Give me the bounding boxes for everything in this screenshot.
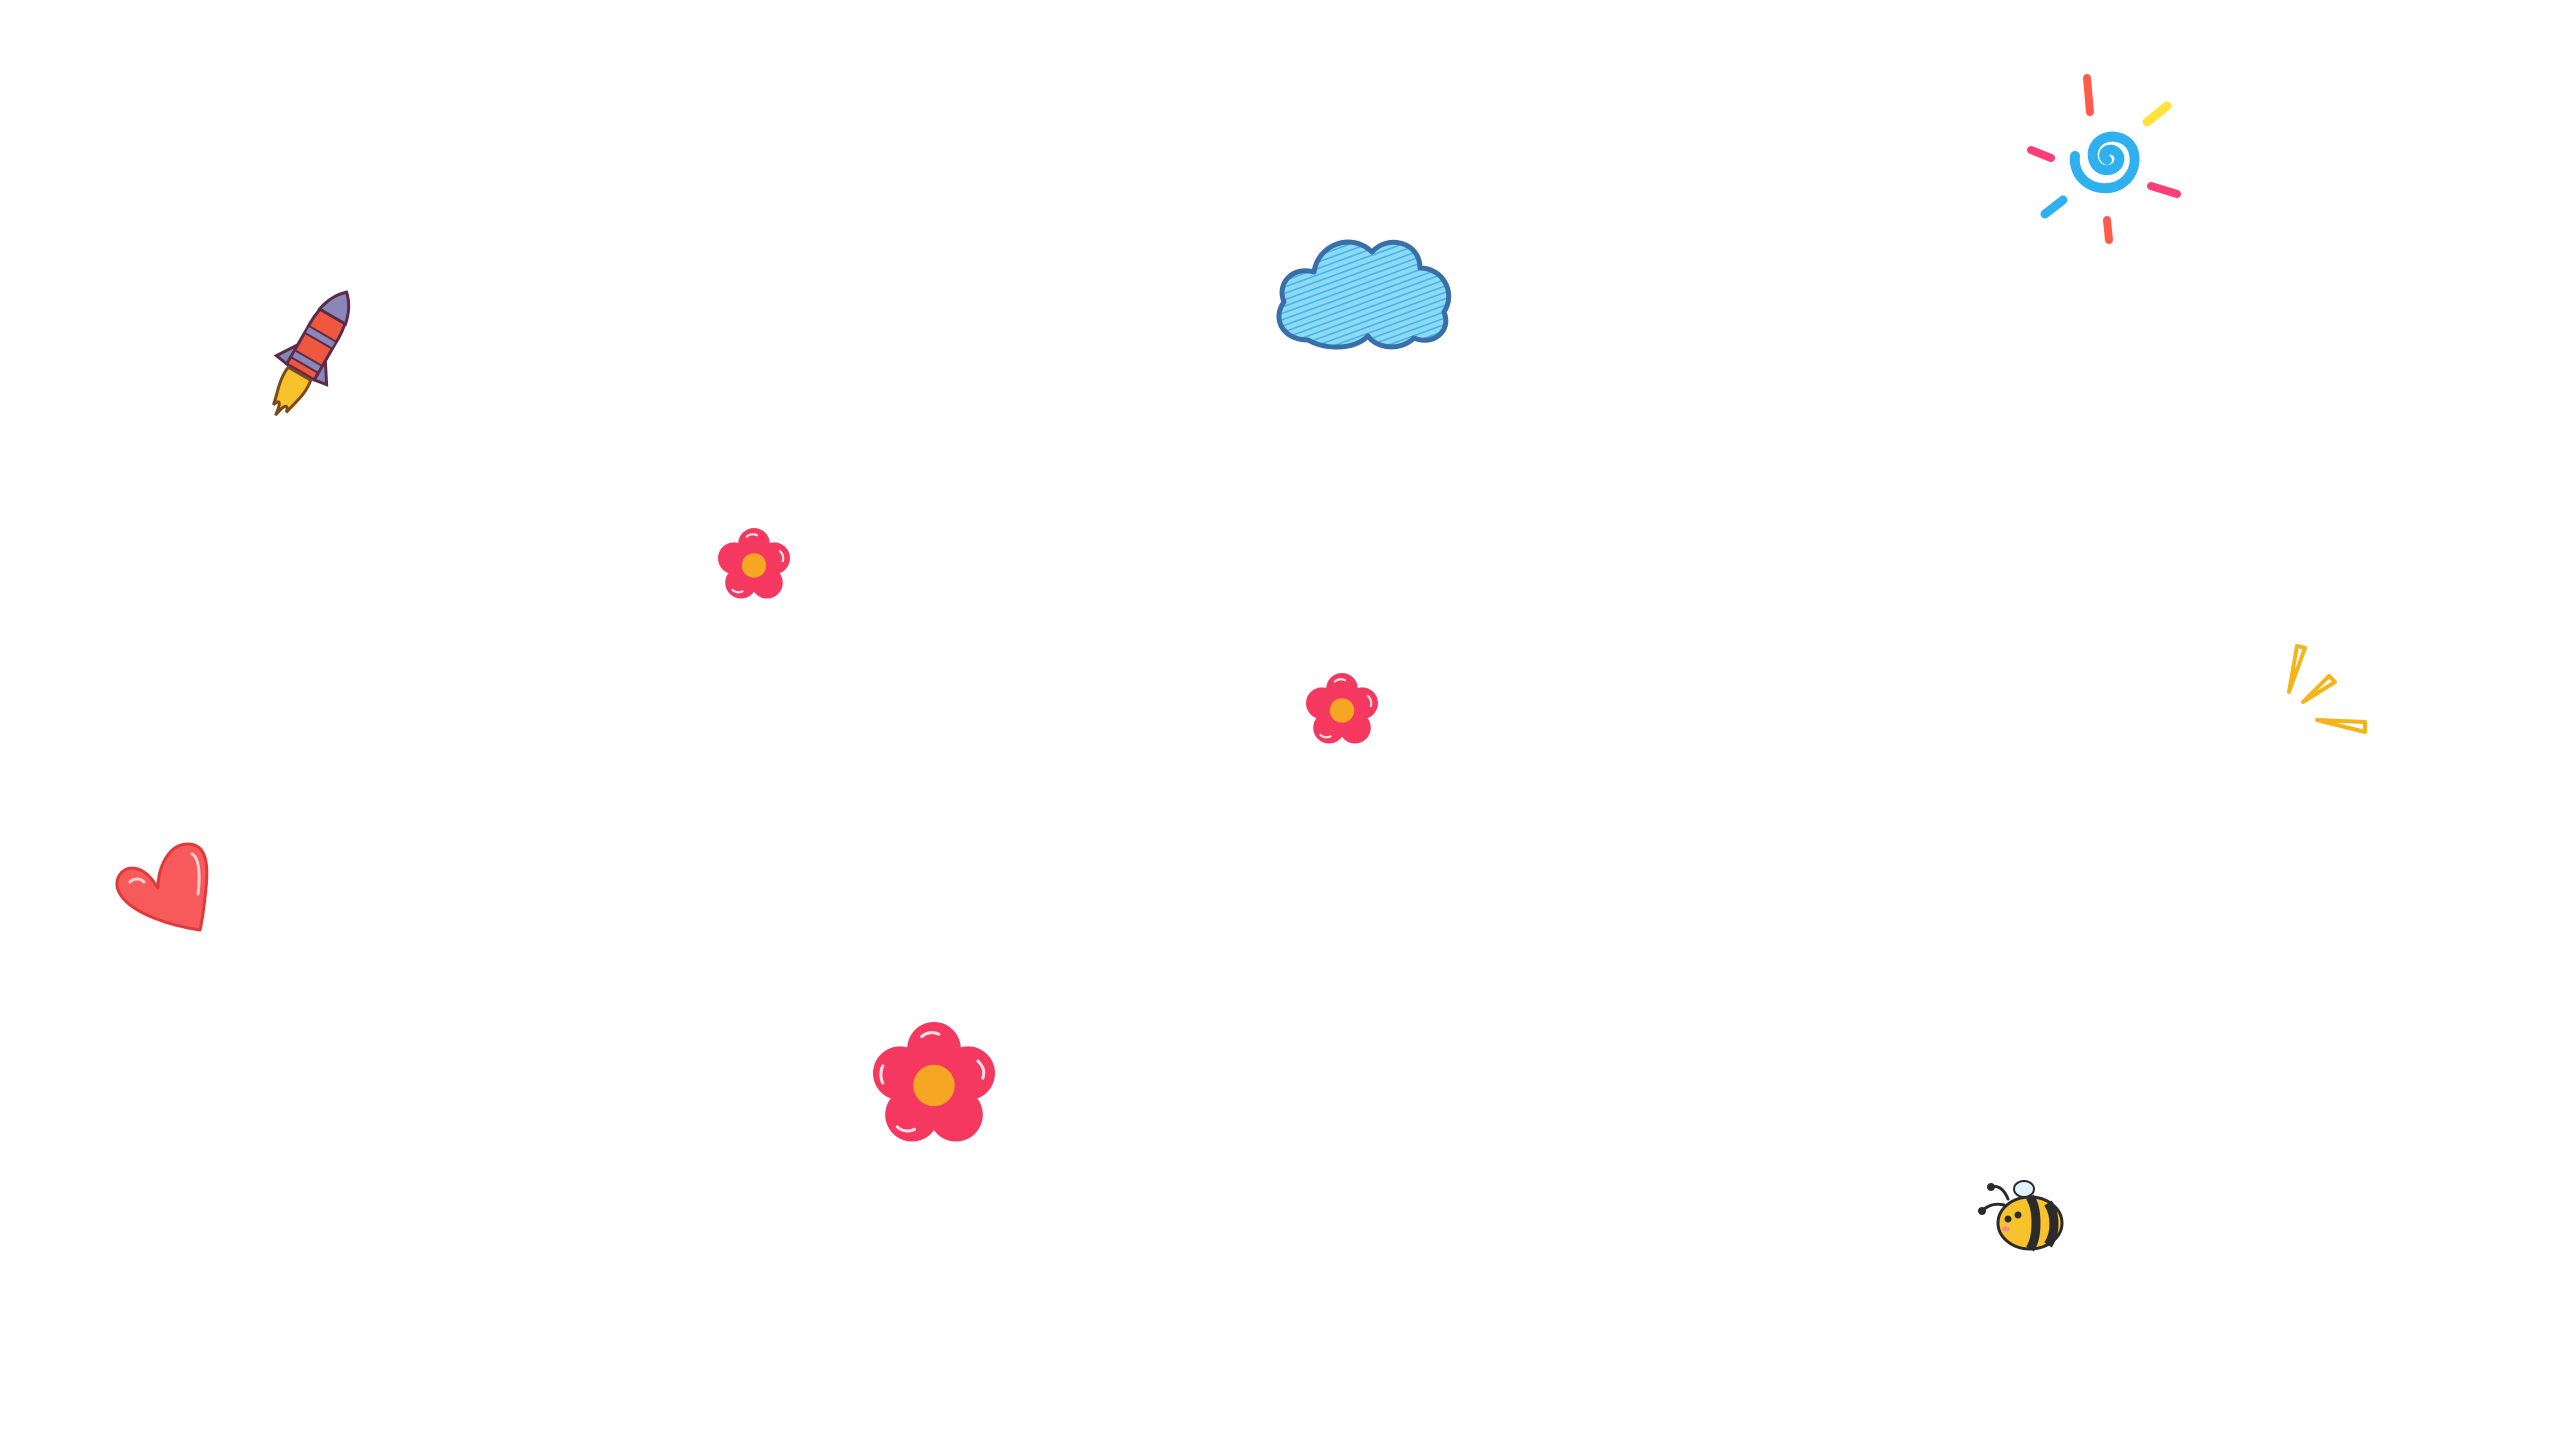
sparkle-icon bbox=[2275, 640, 2375, 745]
flower-icon bbox=[1306, 673, 1378, 745]
heart-icon bbox=[112, 838, 212, 934]
rocket-icon bbox=[255, 275, 370, 430]
flower-icon bbox=[870, 1022, 998, 1144]
sun-icon bbox=[2015, 70, 2200, 250]
flower-icon bbox=[718, 528, 790, 600]
cloud-icon bbox=[1268, 222, 1456, 350]
bee-icon bbox=[1978, 1175, 2068, 1255]
